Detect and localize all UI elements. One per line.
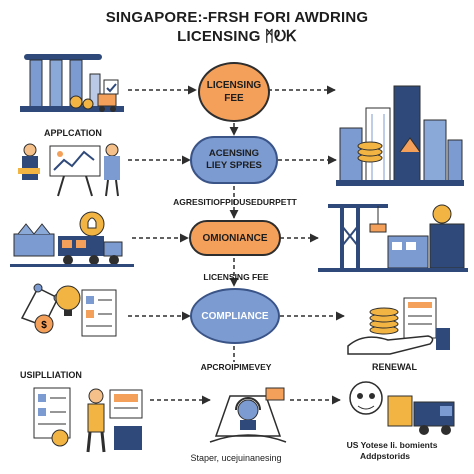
singapore-skyline-icon: [18, 44, 128, 124]
licensing-fee-mid-label: LICENSING FEE: [203, 272, 268, 282]
licensing-fee-line1: LICENSING: [207, 79, 261, 92]
us-yotese-label-2: Addpstorids: [360, 451, 410, 461]
device-headset-icon: [206, 380, 290, 450]
acensing-line1: ACENSING: [206, 148, 262, 160]
us-yotese-label-1: US Yotese li. bomients: [347, 440, 438, 450]
city-skyline-coins-icon: [336, 80, 464, 190]
ominoriance-node: OMIONIANCE: [189, 220, 281, 256]
robot-truck-icon: [344, 376, 468, 438]
licensing-fee-line2: FEE: [207, 92, 261, 105]
acensing-node: ACENSING LIEY SPRES: [190, 136, 278, 184]
factory-truck-icon: [10, 206, 134, 270]
application-label: APPLCATION: [44, 128, 102, 138]
lightbulb-document-icon: $: [18, 278, 128, 342]
compliance-label: COMPLIANCE: [201, 311, 268, 322]
agresiti-label: AGRESITIOFPIDUSEDURPETT: [173, 197, 297, 207]
apcroipimever-label: APCROIPIMEVEY: [201, 362, 272, 372]
svg-text:$: $: [41, 320, 47, 331]
staper-label: Staper, ucejuinanesing: [190, 453, 281, 463]
person-checklist-icon: [30, 380, 150, 456]
meeting-presentation-icon: [14, 138, 128, 198]
usipliation-label: USIPLLIATION: [20, 370, 82, 380]
hand-coins-icon: [344, 290, 454, 358]
compliance-node: COMPLIANCE: [190, 288, 280, 344]
acensing-line2: LIEY SPRES: [206, 160, 262, 172]
licensing-fee-node: LICENSING FEE: [198, 62, 270, 122]
port-crane-icon: [318, 196, 468, 274]
ominoriance-label: OMIONIANCE: [203, 233, 268, 244]
renewal-label: RENEWAL: [372, 362, 417, 372]
